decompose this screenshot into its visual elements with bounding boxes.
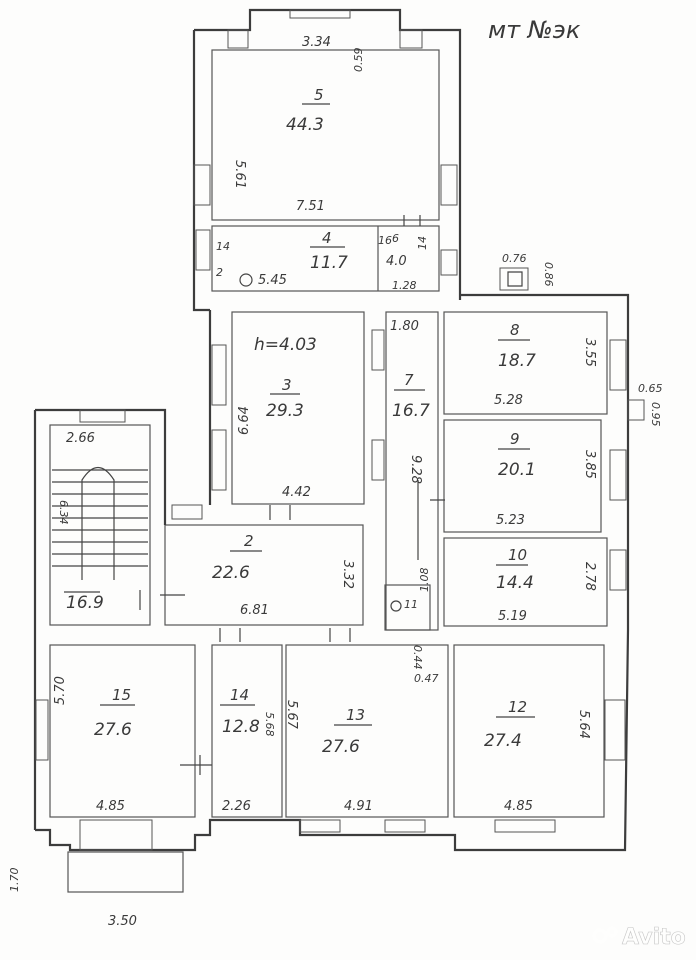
header-note: мт №эк [488, 16, 581, 44]
room-12-number: 12 [508, 698, 527, 716]
room-2-area: 22.6 [212, 563, 250, 583]
dim-14-right: 14 [416, 236, 429, 250]
dim-4-91: 4.91 [344, 799, 373, 814]
dim-5-19: 5.19 [498, 609, 527, 624]
dim-1-08: 1.08 [418, 568, 431, 593]
dim-3-85: 3.85 [582, 450, 597, 479]
dim-16: 16 [378, 234, 392, 247]
dim-14-left: 14 [216, 240, 230, 253]
dim-5-68: 5.68 [263, 712, 276, 737]
room-7-area: 16.7 [392, 401, 430, 421]
stair-walls [33, 408, 167, 830]
dim-1-28: 1.28 [392, 279, 417, 292]
dim-3-55: 3.55 [582, 338, 597, 367]
room-8-number: 8 [510, 321, 520, 339]
room-9-area: 20.1 [498, 460, 536, 480]
dim-4-42: 4.42 [282, 485, 311, 500]
dim-3-50: 3.50 [108, 914, 137, 929]
dim-3-34: 3.34 [302, 35, 331, 50]
room-7-number: 7 [404, 371, 414, 389]
room-3-area: 29.3 [266, 401, 304, 421]
dim-3-32: 3.32 [340, 560, 355, 589]
room-9-number: 9 [510, 430, 520, 448]
dim-1-80: 1.80 [390, 319, 419, 334]
dim-5-64: 5.64 [576, 710, 591, 739]
dim-0-86: 0.86 [542, 262, 555, 287]
room-4-number: 4 [322, 229, 332, 247]
room-15-number: 15 [112, 686, 131, 704]
dim-0-47: 0.47 [414, 672, 439, 685]
dim-0-59: 0.59 [352, 48, 365, 73]
room-11-number: 11 [404, 598, 418, 611]
dim-2-26: 2.26 [222, 799, 251, 814]
dim-5-67: 5.67 [284, 700, 299, 730]
room-3-number: 3 [282, 376, 292, 394]
room-5-number: 5 [314, 86, 324, 104]
dim-1-70: 1.70 [8, 868, 21, 893]
dim-0-44: 0.44 [411, 645, 424, 670]
dim-2: 2 [216, 266, 223, 279]
dim-2-66: 2.66 [66, 431, 95, 446]
dim-5-61: 5.61 [232, 160, 247, 189]
dim-0-76: 0.76 [502, 252, 527, 265]
dim-0-95: 0.95 [649, 402, 662, 427]
dim-6-34: 6.34 [57, 500, 70, 525]
room-14-number: 14 [230, 686, 249, 704]
dim-5-28: 5.28 [494, 393, 523, 408]
room-6-area: 4.0 [386, 254, 407, 269]
dim-6-81: 6.81 [240, 603, 269, 618]
stair-area: 16.9 [66, 593, 104, 613]
dim-2-78: 2.78 [582, 562, 597, 591]
dim-4-85-left: 4.85 [96, 799, 125, 814]
dim-5-23: 5.23 [496, 513, 525, 528]
room-6-number: 6 [392, 232, 399, 245]
dim-4-85-right: 4.85 [504, 799, 533, 814]
room-2-number: 2 [244, 532, 254, 550]
room-12-area: 27.4 [484, 731, 522, 751]
door-marks [139, 215, 523, 775]
room-10-area: 14.4 [496, 573, 534, 593]
middle-walls [164, 267, 645, 631]
room-15-area: 27.6 [94, 720, 132, 740]
avito-watermark: Avito [592, 925, 686, 950]
room-13-area: 27.6 [322, 737, 360, 757]
dim-0-65: 0.65 [638, 382, 663, 395]
room-8-area: 18.7 [498, 351, 536, 371]
bottom-walls [35, 629, 630, 893]
dim-5-70: 5.70 [53, 676, 68, 705]
dim-6-64: 6.64 [237, 406, 252, 435]
dim-9-28: 9.28 [408, 455, 423, 484]
dim-7-51: 7.51 [296, 199, 325, 214]
room-3-height: h=4.03 [254, 335, 317, 355]
top-wing-walls [192, 8, 462, 312]
room-14-area: 12.8 [222, 717, 260, 737]
room-5-area: 44.3 [286, 115, 324, 135]
room-13-number: 13 [346, 706, 365, 724]
room-10-number: 10 [508, 546, 527, 564]
watermark-text: Avito [622, 925, 686, 950]
dim-5-45: 5.45 [258, 273, 287, 288]
room-4-area: 11.7 [310, 253, 348, 273]
